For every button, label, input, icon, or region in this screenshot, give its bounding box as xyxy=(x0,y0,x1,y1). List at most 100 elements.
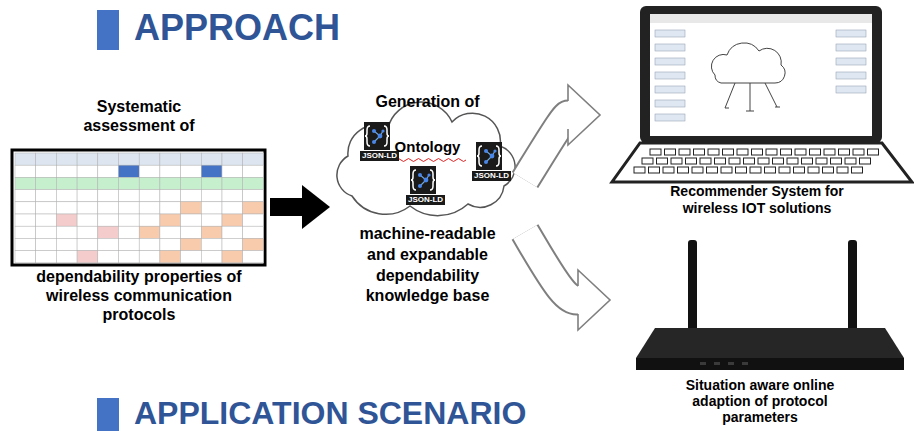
key xyxy=(686,158,697,164)
sheet-cell xyxy=(139,153,160,165)
sheet-cell xyxy=(139,214,160,226)
sheet-cell xyxy=(201,177,222,189)
graph-node xyxy=(424,178,429,183)
graph-node xyxy=(378,134,383,139)
sheet-cell xyxy=(98,165,119,177)
sheet-cell xyxy=(98,238,119,250)
sheet-cell xyxy=(56,153,77,165)
sheet-cell xyxy=(36,226,57,238)
sheet-cell xyxy=(56,165,77,177)
sheet-cell xyxy=(160,190,181,202)
antenna xyxy=(688,240,697,332)
sheet-cell xyxy=(98,190,119,202)
sheet-cell xyxy=(243,177,264,189)
arrow-head xyxy=(578,270,610,330)
sheet-cell xyxy=(77,190,98,202)
sheet-cell xyxy=(119,226,140,238)
graph-node xyxy=(381,129,384,132)
sheet-cell xyxy=(201,153,222,165)
node-caption: Generation of xyxy=(338,92,518,111)
sheet-cell xyxy=(243,165,264,177)
sheet-cell xyxy=(98,214,119,226)
sheet-cell xyxy=(160,165,181,177)
screen-devices xyxy=(725,83,780,111)
sheet-cell xyxy=(222,202,243,214)
assessment-node: Systematic assessment ofdependability pr… xyxy=(8,95,270,327)
sheet-cell xyxy=(222,177,243,189)
icon-caption: JSON-LD xyxy=(472,171,511,181)
brace-symbol xyxy=(477,146,501,166)
sheet-cell xyxy=(160,238,181,250)
sheet-cell xyxy=(98,226,119,238)
arrow-body xyxy=(525,115,569,180)
sheet-cell xyxy=(139,190,160,202)
key xyxy=(758,158,769,164)
sheet-cell xyxy=(119,238,140,250)
sheet-cell xyxy=(77,214,98,226)
key xyxy=(773,158,784,164)
key xyxy=(737,149,748,155)
sheet-cell xyxy=(160,214,181,226)
sheet-cell xyxy=(139,226,160,238)
sheet-cell xyxy=(36,202,57,214)
arrow-head xyxy=(568,85,600,145)
antenna xyxy=(848,240,857,332)
router-picture xyxy=(636,240,904,370)
arrow-head-outline xyxy=(578,270,610,330)
sheet-frame xyxy=(12,150,265,265)
sheet-cell xyxy=(222,238,243,250)
sheet-cell xyxy=(77,251,98,263)
sheet-cell xyxy=(181,214,202,226)
graph-node xyxy=(484,160,488,164)
key xyxy=(853,149,864,155)
key xyxy=(634,167,645,173)
sheet-cell xyxy=(181,226,202,238)
key xyxy=(766,149,777,155)
sheet-cell xyxy=(181,238,202,250)
sheet-cell xyxy=(56,238,77,250)
sheet-cell xyxy=(56,177,77,189)
icon-body xyxy=(364,122,390,150)
sheet-cell xyxy=(201,238,222,250)
brace-symbol xyxy=(411,170,435,190)
keyboard xyxy=(634,149,879,173)
laptop-base xyxy=(612,143,912,182)
sheet-cell xyxy=(201,202,222,214)
sheet-cell xyxy=(139,238,160,250)
sheet-cell xyxy=(181,251,202,263)
flow-arrow xyxy=(270,185,330,229)
sheet-cell xyxy=(36,165,57,177)
sheet-cell xyxy=(56,226,77,238)
sheet-cell xyxy=(139,177,160,189)
key xyxy=(752,149,763,155)
sheet-cell xyxy=(56,214,77,226)
sheet-cell xyxy=(77,165,98,177)
key xyxy=(650,149,661,155)
key xyxy=(665,149,676,155)
graph-node xyxy=(372,129,376,133)
sheet-cell xyxy=(15,177,36,189)
sheet-cell xyxy=(201,251,222,263)
key xyxy=(852,167,863,173)
sheet-cell xyxy=(119,214,140,226)
sheet-cell xyxy=(243,202,264,214)
sheet-cell xyxy=(181,190,202,202)
arrow-outline xyxy=(525,232,579,300)
key xyxy=(816,158,827,164)
key xyxy=(671,158,682,164)
sheet-cell xyxy=(15,202,36,214)
router-node: Situation aware online adaption of proto… xyxy=(610,232,910,431)
icon-body xyxy=(476,142,502,170)
cloud-shape xyxy=(337,102,515,216)
key xyxy=(781,149,792,155)
sheet-cell xyxy=(15,165,36,177)
sheet-cell xyxy=(36,238,57,250)
spreadsheet-picture xyxy=(12,150,265,265)
sheet-cell xyxy=(119,177,140,189)
laptop-screen xyxy=(650,14,872,136)
graph-node xyxy=(484,149,488,153)
icon-body xyxy=(410,166,436,194)
router-base xyxy=(636,358,904,370)
graph-node xyxy=(490,154,495,159)
key xyxy=(795,149,806,155)
